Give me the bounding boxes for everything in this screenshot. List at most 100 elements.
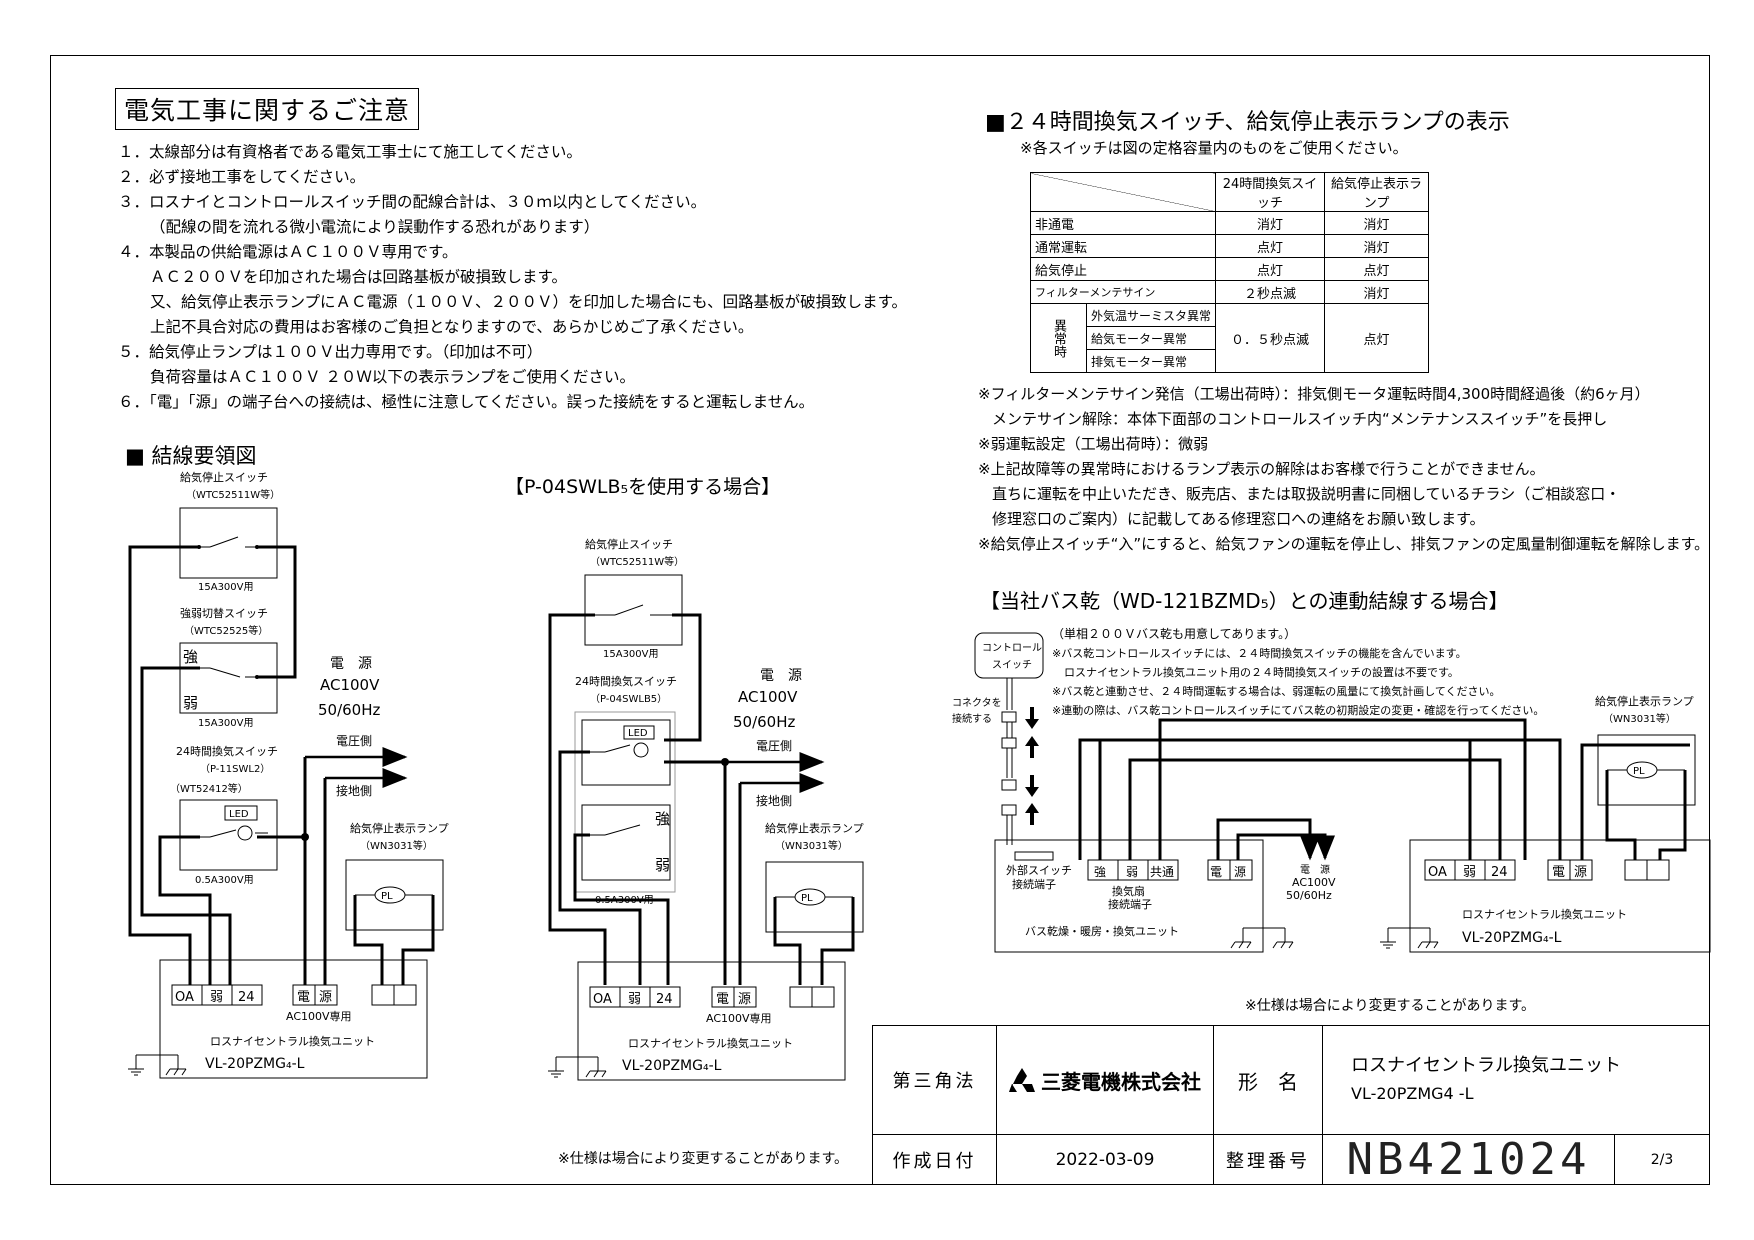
unit-model: VL-20PZMG₄-L: [205, 1056, 305, 1072]
power-label: 電 源: [330, 656, 372, 672]
mitsubishi-logo-icon: [1009, 1068, 1035, 1092]
external-switch-label: 外部スイッチ: [1006, 863, 1072, 877]
pl-label: PL: [381, 891, 393, 902]
bath-note: ※バス乾と連動させ、２４時間運転する場合は、弱運転の風量にて換気計画してください…: [1052, 684, 1501, 698]
ac-only-label: AC100V専用: [286, 1010, 352, 1023]
lamp-label: 給気停止表示ランプ: [350, 821, 449, 835]
fan-terminal-label: 接続端子: [1108, 897, 1152, 911]
lamp-model: （WN3031等）: [360, 839, 433, 852]
spec-note: ※仕様は場合により変更することがあります。: [558, 1150, 848, 1167]
lamp-box: [765, 861, 864, 933]
lamp-state: 消灯: [1324, 280, 1430, 304]
column-header: 給気停止表示ランプ: [1324, 172, 1430, 212]
control-switch-label: コントロール: [982, 643, 1042, 654]
ground-side-label: 接地側: [336, 783, 372, 798]
notes-list: １．太線部分は有資格者である電気工事士にて施工してください。 ２．必ず接地工事を…: [118, 140, 907, 415]
product-cell: ロスナイセントラル換気ユニット VL-20PZMG4 -L: [1322, 1025, 1710, 1135]
strong-weak-switch-label: 強弱切替スイッチ: [180, 606, 268, 620]
led-label: LED: [229, 809, 249, 820]
terminal-label: OA: [593, 992, 612, 1007]
diagram2-title: 【P-04SWLB₅を使用する場合】: [505, 476, 780, 498]
company-cell: 三菱電機株式会社: [996, 1025, 1214, 1135]
terminal-label: 24: [1491, 865, 1508, 880]
notes-title: 電気工事に関するご注意: [115, 88, 420, 130]
frequency-label: 50/60Hz: [733, 713, 796, 731]
projection-cell: 第三角法: [872, 1025, 997, 1135]
ac-voltage-label: AC100V: [738, 688, 798, 706]
weak-label: 弱: [183, 694, 198, 712]
sw-state: 点灯: [1215, 257, 1326, 281]
frequency-label: 50/60Hz: [1286, 889, 1332, 902]
terminal-label: 電: [1552, 865, 1565, 880]
bath-note: ※バス乾コントロールスイッチには、２４時間換気スイッチの機能を含んでいます。: [1052, 646, 1467, 660]
terminal-label: OA: [175, 990, 194, 1005]
table-header-row: 24時間換気スイッチ 給気停止表示ランプ: [1029, 172, 1430, 212]
lamp-table: 24時間換気スイッチ 給気停止表示ランプ 非通電 消灯 消灯 通常運転 点灯 消…: [1029, 172, 1430, 373]
terminal-label: 電: [297, 990, 310, 1005]
number-label-cell: 整理番号: [1213, 1134, 1323, 1185]
control-switch-label: スイッチ: [992, 659, 1032, 671]
note-item: 又、給気停止表示ランプにＡＣ電源（１００Ｖ、２００Ｖ）を印加した場合にも、回路基…: [150, 293, 908, 311]
unit-box: [159, 959, 428, 1079]
bath-note: ※連動の際は、バス乾コントロールスイッチにてバス乾の初期設定の変更・確認を行って…: [1052, 703, 1544, 717]
note-item: ２．必ず接地工事をしてください。: [118, 168, 366, 186]
stop-switch-box: [179, 507, 278, 579]
bath-note: ロスナイセントラル換気ユニット用の２４時間換気スイッチの設置は不要です。: [1064, 665, 1459, 679]
product-model: VL-20PZMG4 -L: [1351, 1084, 1474, 1103]
terminal-label: OA: [1428, 865, 1447, 880]
bath-unit-label: バス乾燥・暖房・換気ユニット: [1025, 924, 1179, 938]
unit-box: [577, 961, 846, 1081]
fan-terminal-label: 換気扇: [1112, 884, 1145, 898]
rating-label: 15A300V用: [198, 718, 254, 729]
spec-note: ※仕様は場合により変更することがあります。: [1245, 997, 1535, 1014]
strong-label: 強: [655, 810, 670, 828]
terminal-label: 24: [656, 992, 673, 1007]
page-cell: 2/3: [1614, 1134, 1710, 1185]
lamp-section-subtitle: ※各スイッチは図の定格容量内のものをご使用ください。: [1020, 139, 1408, 157]
terminal-label: 電 源: [1210, 865, 1246, 879]
lamp-model: （WN3031等）: [1603, 712, 1676, 725]
weak-label: 弱: [655, 856, 670, 874]
sw24-label: 24時間換気スイッチ: [575, 674, 677, 688]
connector-label: 接続する: [952, 712, 992, 725]
date-cell: 2022-03-09: [996, 1134, 1214, 1185]
note-item: ※弱運転設定（工場出荷時）：微弱: [978, 435, 1209, 453]
rating-label: 0.5A300V用: [195, 875, 254, 886]
terminal-label: 源: [1574, 865, 1587, 880]
pl-label: PL: [801, 893, 813, 904]
sw24-model: （P-11SWL2）: [200, 763, 270, 775]
terminal-label: 弱: [210, 990, 223, 1005]
stop-switch-model: （WTC52511W等）: [590, 555, 684, 568]
note-item: ＡＣ２００Ｖを印加された場合は回路基板が破損致します。: [150, 268, 567, 286]
date-label-cell: 作成日付: [872, 1134, 997, 1185]
corner-cell: [1029, 172, 1217, 212]
stop-switch-box: [584, 574, 683, 646]
table-row: フィルターメンテサイン ２秒点滅 消灯: [1029, 280, 1430, 304]
power-label: 電 源: [1300, 863, 1330, 876]
note-item: 直ちに運転を中止いただき、販売店、または取扱説明書に同梱しているチラシ（ご相談窓…: [992, 485, 1621, 503]
company-name: 三菱電機株式会社: [1041, 1069, 1201, 1094]
lamp-label: 給気停止表示ランプ: [765, 821, 864, 835]
note-item: メンテサイン解除：本体下面部のコントロールスイッチ内“メンテナンススイッチ”を長…: [992, 410, 1608, 428]
terminal-label: 弱: [1463, 865, 1476, 880]
external-switch-label: 接続端子: [1012, 877, 1056, 891]
stop-switch-label: 給気停止スイッチ: [180, 470, 268, 484]
bath-note: （単相２００Ｖバス乾も用意してあります。）: [1052, 626, 1296, 641]
sw24-label: 24時間換気スイッチ: [176, 744, 278, 758]
terminal-block: [171, 984, 263, 1006]
lamp-model: （WN3031等）: [775, 839, 848, 852]
table-row: 異常時 外気温サーミスタ異常 ０．５秒点滅 点灯: [1030, 303, 1430, 373]
table-row: 給気モーター異常: [1031, 326, 1429, 350]
unit-name: ロスナイセントラル換気ユニット: [1462, 907, 1627, 921]
terminal-label: 弱: [628, 992, 641, 1007]
power-label: 電 源: [760, 668, 802, 684]
rating-label: 15A300V用: [198, 582, 254, 593]
unit-name: ロスナイセントラル換気ユニット: [628, 1036, 793, 1050]
terminal-label: 源: [738, 992, 751, 1007]
note-item: ３．ロスナイとコントロールスイッチ間の配線合計は、３０ｍ以内としてください。: [118, 193, 707, 211]
terminal-label: 源: [319, 990, 332, 1005]
control-switch-box: [974, 632, 1044, 679]
sw24-model2: （WT52412等）: [170, 782, 248, 795]
row-label: 外気温サーミスタ異常: [1085, 303, 1217, 327]
